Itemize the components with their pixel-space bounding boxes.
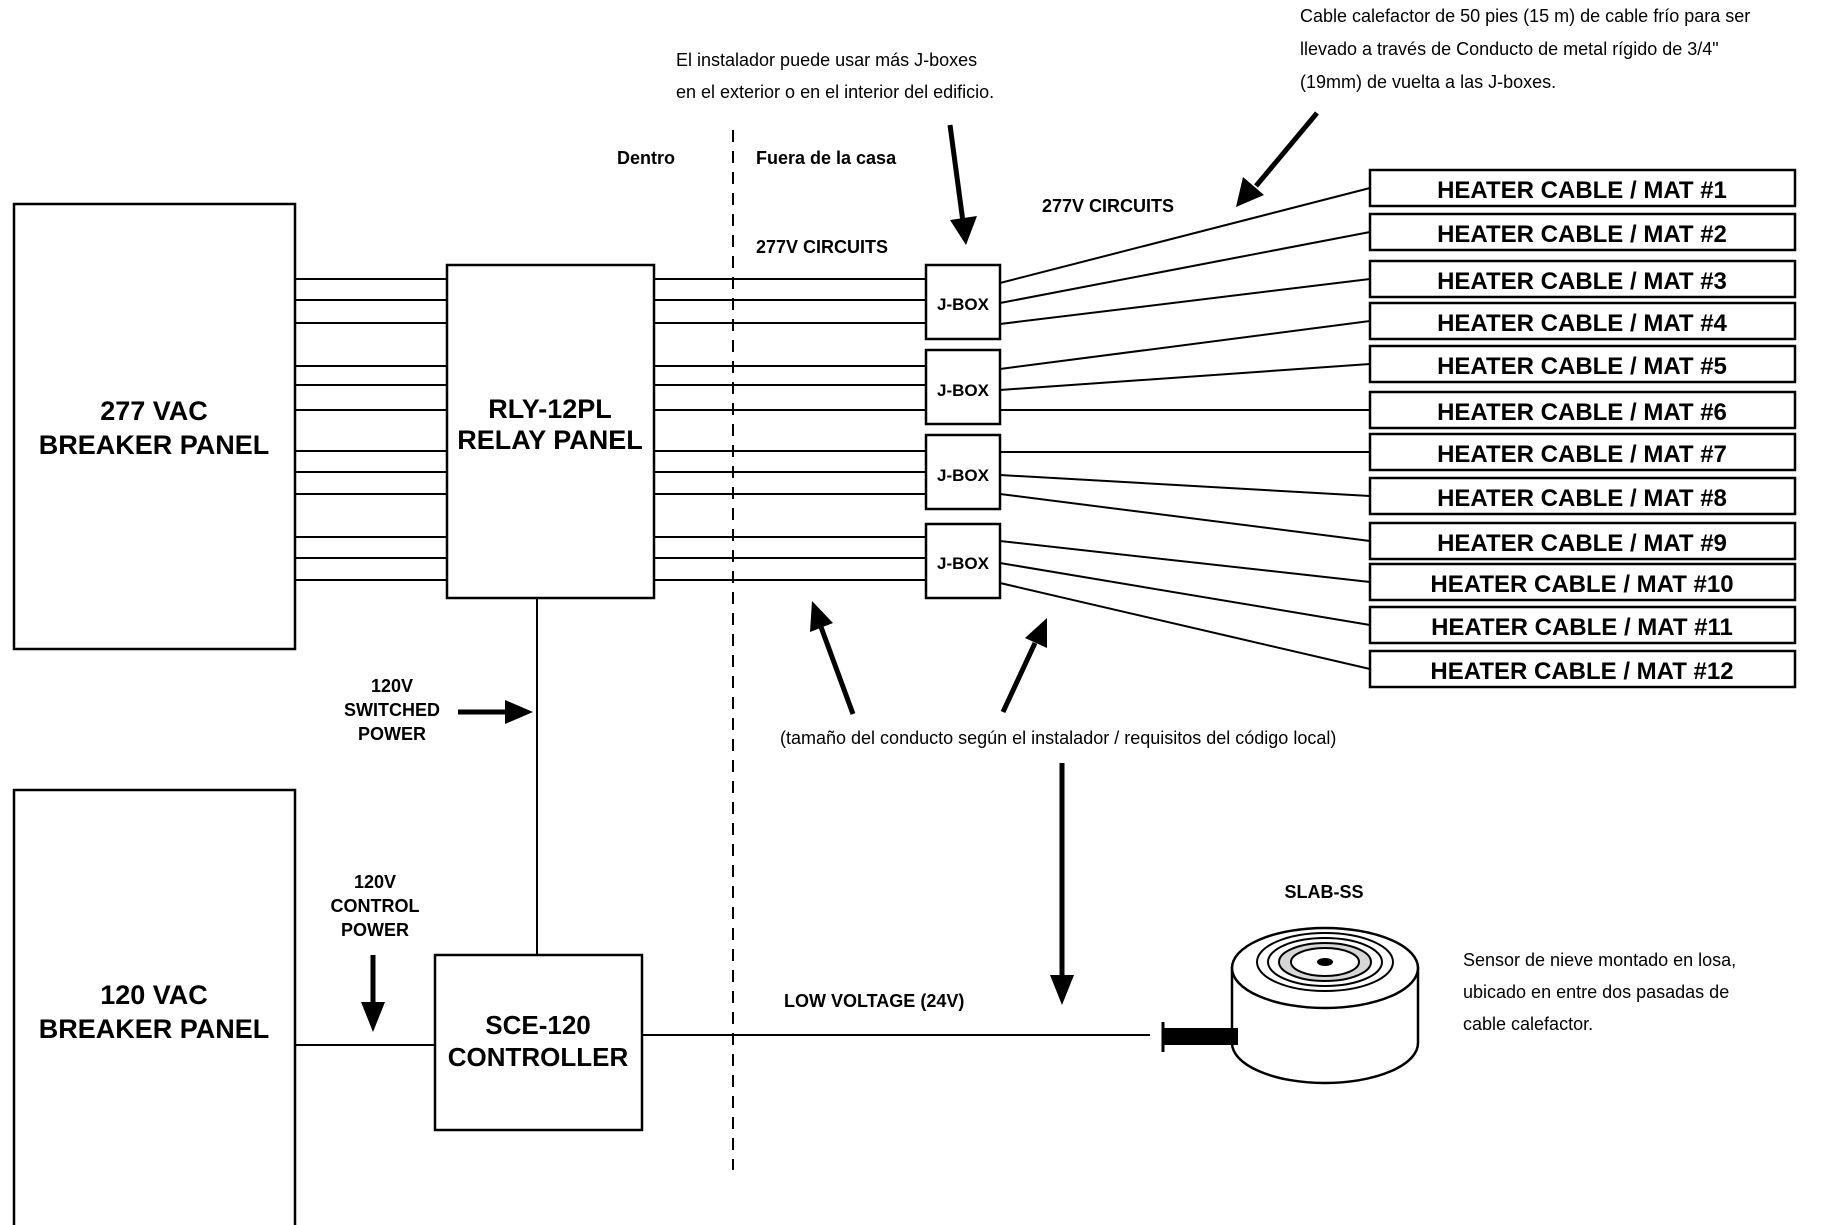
arrow-icon: [458, 700, 533, 724]
slab-sensor-icon: [1161, 926, 1420, 1085]
heater-cable-8: HEATER CABLE / MAT #8: [1368, 476, 1797, 516]
heater-cable-list: HEATER CABLE / MAT #1 HEATER CABLE / MAT…: [1368, 168, 1797, 689]
breaker-panel-120-line1: 120 VAC: [100, 980, 208, 1010]
controller-line1: SCE-120: [485, 1010, 591, 1040]
switched-power-label: 120V SWITCHED POWER: [344, 676, 440, 744]
slab-sensor-name: SLAB-SS: [1284, 882, 1363, 902]
controller-line2: CONTROLLER: [448, 1042, 629, 1072]
relay-panel-line1: RLY-12PL: [488, 394, 612, 424]
slab-sensor-note-line1: Sensor de nieve montado en losa,: [1463, 950, 1736, 970]
heater-cable-12: HEATER CABLE / MAT #12: [1368, 649, 1797, 689]
relay-to-jbox-wires: [654, 278, 926, 581]
control-power-line2: CONTROL: [331, 896, 420, 916]
heater-cable-3: HEATER CABLE / MAT #3: [1368, 259, 1797, 299]
slab-sensor-note: Sensor de nieve montado en losa, ubicado…: [1463, 950, 1736, 1034]
breaker-to-relay-wires: [295, 278, 447, 581]
jbox-4: J-BOX: [924, 522, 1002, 600]
heater-cable-1-label: HEATER CABLE / MAT #1: [1437, 177, 1727, 204]
heater-cable-10-label: HEATER CABLE / MAT #10: [1430, 571, 1733, 598]
circuits-label-right: 277V CIRCUITS: [1042, 196, 1174, 216]
heater-cable-11: HEATER CABLE / MAT #11: [1368, 605, 1797, 645]
heater-cable-7: HEATER CABLE / MAT #7: [1368, 432, 1797, 472]
zone-outside-label: Fuera de la casa: [756, 148, 897, 168]
jbox-4-label: J-BOX: [937, 554, 990, 573]
arrow-icon: [361, 955, 385, 1032]
arrow-icon: [1236, 111, 1319, 207]
breaker-panel-277-line1: 277 VAC: [100, 396, 208, 426]
control-power-line3: POWER: [341, 920, 409, 940]
heater-cable-4-label: HEATER CABLE / MAT #4: [1437, 310, 1727, 337]
arrow-icon: [810, 601, 856, 715]
heater-cable-2: HEATER CABLE / MAT #2: [1368, 212, 1797, 252]
zone-inside-label: Dentro: [617, 148, 675, 168]
control-power-label: 120V CONTROL POWER: [331, 872, 420, 940]
control-power-line1: 120V: [354, 872, 396, 892]
breaker-panel-277: 277 VAC BREAKER PANEL: [12, 202, 297, 651]
heater-cable-1: HEATER CABLE / MAT #1: [1368, 168, 1797, 208]
heater-cable-6: HEATER CABLE / MAT #6: [1368, 390, 1797, 430]
heater-cable-7-label: HEATER CABLE / MAT #7: [1437, 441, 1727, 468]
heater-cable-12-label: HEATER CABLE / MAT #12: [1430, 658, 1733, 685]
breaker-panel-277-line2: BREAKER PANEL: [39, 430, 270, 460]
arrow-icon: [1050, 763, 1074, 1005]
heater-cable-9-label: HEATER CABLE / MAT #9: [1437, 530, 1727, 557]
breaker-panel-120-line2: BREAKER PANEL: [39, 1014, 270, 1044]
switched-power-line3: POWER: [358, 724, 426, 744]
heater-cable-9: HEATER CABLE / MAT #9: [1368, 521, 1797, 561]
heater-cable-3-label: HEATER CABLE / MAT #3: [1437, 268, 1727, 295]
heater-cable-5-label: HEATER CABLE / MAT #5: [1437, 353, 1727, 380]
slab-sensor-note-line2: ubicado en entre dos pasadas de: [1463, 982, 1729, 1002]
note-conduit: (tamaño del conducto según el instalador…: [780, 728, 1336, 748]
note-jboxes-line1: El instalador puede usar más J-boxes: [676, 50, 977, 70]
switched-power-line1: 120V: [371, 676, 413, 696]
relay-panel: RLY-12PL RELAY PANEL: [445, 263, 656, 600]
heater-cable-8-label: HEATER CABLE / MAT #8: [1437, 485, 1727, 512]
circuits-label-left: 277V CIRCUITS: [756, 237, 888, 257]
heater-cable-10: HEATER CABLE / MAT #10: [1368, 562, 1797, 602]
jbox-2-label: J-BOX: [937, 381, 990, 400]
note-cold-lead-line3: (19mm) de vuelta a las J-boxes.: [1300, 72, 1556, 92]
low-voltage-label: LOW VOLTAGE (24V): [784, 991, 964, 1011]
slab-sensor-note-line3: cable calefactor.: [1463, 1014, 1593, 1034]
relay-panel-line2: RELAY PANEL: [457, 425, 643, 455]
jbox-1: J-BOX: [924, 263, 1002, 341]
jbox-3-label: J-BOX: [937, 466, 990, 485]
heater-cable-11-label: HEATER CABLE / MAT #11: [1431, 614, 1733, 641]
heater-cable-4: HEATER CABLE / MAT #4: [1368, 301, 1797, 341]
switched-power-line2: SWITCHED: [344, 700, 440, 720]
breaker-panel-120: 120 VAC BREAKER PANEL: [12, 788, 297, 1225]
controller: SCE-120 CONTROLLER: [433, 953, 644, 1132]
arrow-icon: [947, 124, 977, 245]
heater-cable-6-label: HEATER CABLE / MAT #6: [1437, 399, 1727, 426]
heater-cable-2-label: HEATER CABLE / MAT #2: [1437, 221, 1727, 248]
jbox-2: J-BOX: [924, 348, 1002, 426]
note-cold-lead-line2: llevado a través de Conducto de metal rí…: [1300, 39, 1719, 59]
arrow-icon: [1000, 618, 1047, 714]
jbox-3: J-BOX: [924, 433, 1002, 511]
heater-cable-5: HEATER CABLE / MAT #5: [1368, 344, 1797, 384]
jbox-1-label: J-BOX: [937, 295, 990, 314]
jbox-to-heater-wires: [999, 187, 1371, 670]
note-jboxes-line2: en el exterior o en el interior del edif…: [676, 82, 994, 102]
note-cold-lead-line1: Cable calefactor de 50 pies (15 m) de ca…: [1300, 6, 1750, 26]
note-cold-lead: Cable calefactor de 50 pies (15 m) de ca…: [1300, 6, 1750, 92]
note-jboxes: El instalador puede usar más J-boxes en …: [676, 50, 994, 102]
